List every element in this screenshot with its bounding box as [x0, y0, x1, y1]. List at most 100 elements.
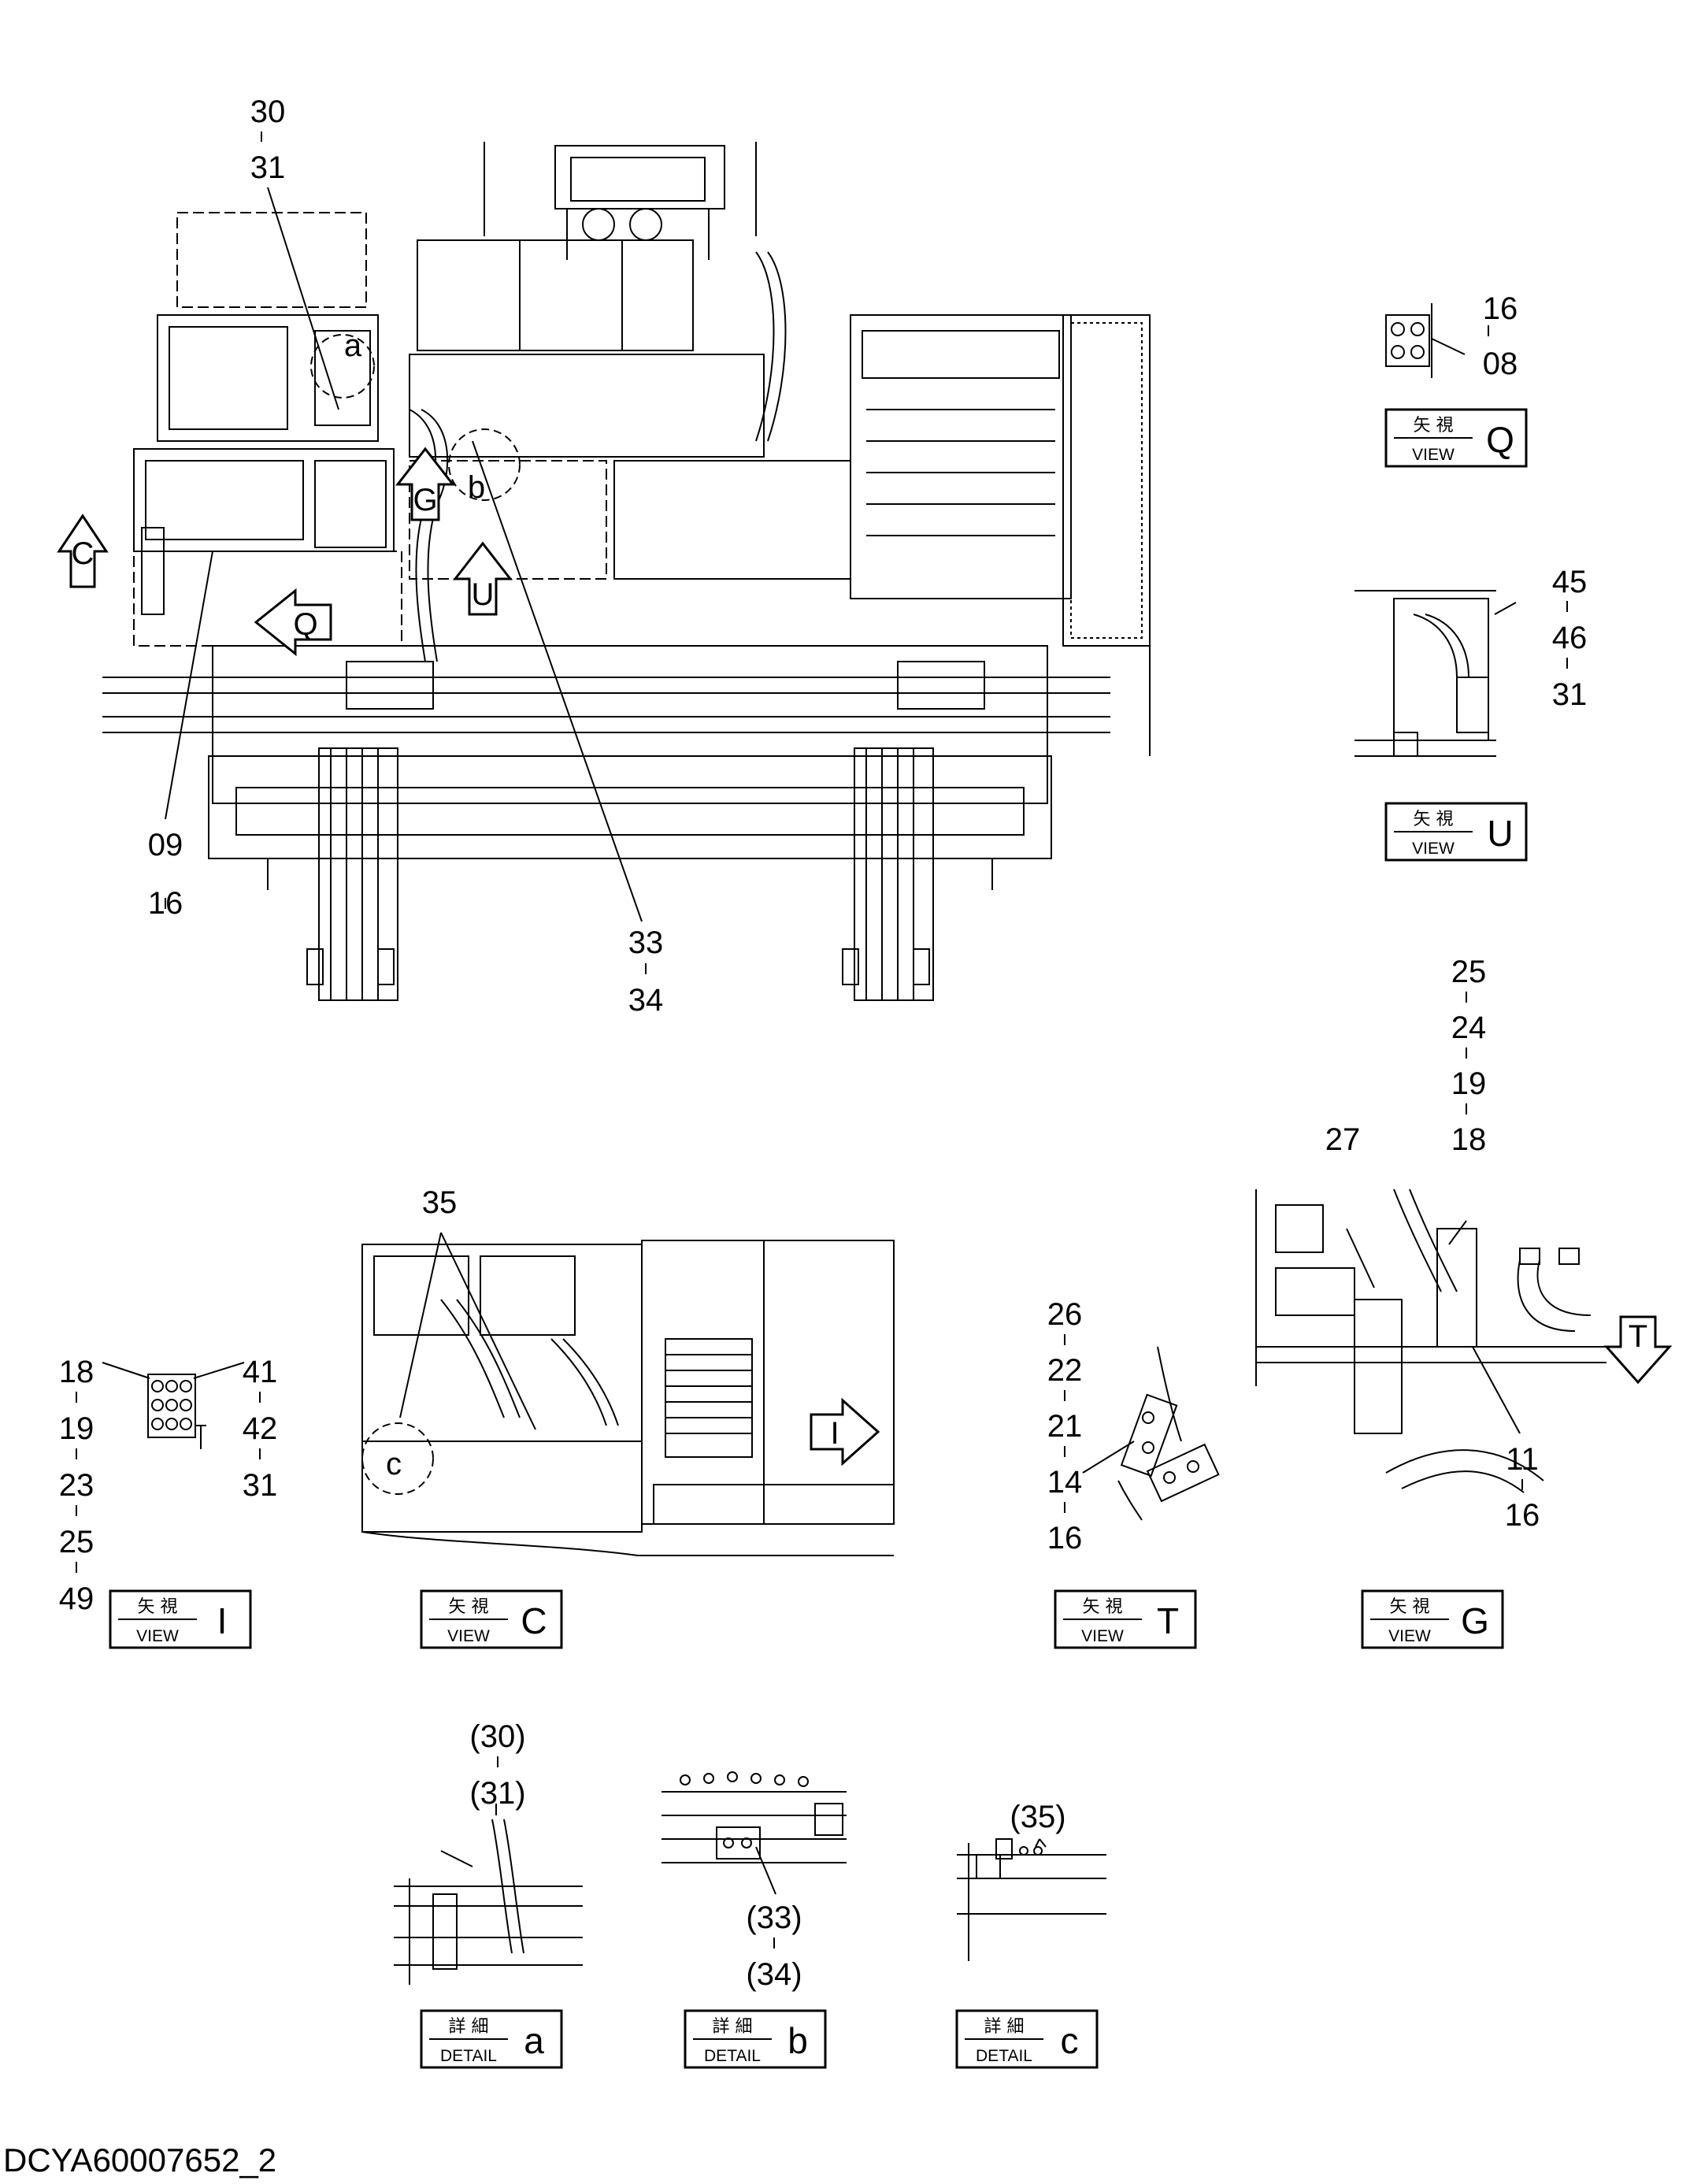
callout-30-31-paren: (30) (31) [469, 1719, 525, 1811]
callout-11-16: 11 16 [1505, 1442, 1540, 1533]
svg-text:矢 視: 矢 視 [1414, 810, 1454, 829]
svg-text:G: G [413, 483, 437, 517]
view-u-caption: 矢 視 VIEW U [1384, 802, 1528, 862]
view-t-caption: 矢 視 VIEW T [1054, 1589, 1197, 1649]
svg-text:DETAIL: DETAIL [976, 2047, 1032, 2065]
svg-text:T: T [1157, 1600, 1179, 1641]
svg-text:25: 25 [59, 1525, 94, 1559]
view-arrow-g: G [395, 447, 456, 521]
svg-text:DETAIL: DETAIL [704, 2047, 761, 2065]
view-u-drawing [1354, 590, 1517, 757]
svg-text:DETAIL: DETAIL [440, 2047, 497, 2065]
view-q-caption: 矢 視 VIEW Q [1384, 408, 1528, 468]
svg-text:19: 19 [59, 1411, 94, 1446]
main-machine-view [102, 142, 1151, 1001]
callout-18-19-23-25-49: 18 19 23 25 49 [59, 1355, 94, 1616]
callout-30-31: 30 31 [250, 95, 286, 185]
svg-text:22: 22 [1047, 1353, 1083, 1388]
svg-text:24: 24 [1451, 1010, 1487, 1045]
view-q-drawing [1385, 303, 1489, 378]
svg-text:U: U [1487, 813, 1513, 854]
svg-text:矢 視: 矢 視 [1390, 1597, 1430, 1617]
svg-text:16: 16 [1483, 291, 1518, 326]
svg-text:(31): (31) [469, 1776, 525, 1811]
svg-text:18: 18 [59, 1355, 94, 1389]
detail-a-caption: 詳 細 DETAIL a [420, 2009, 563, 2069]
view-i-drawing [102, 1362, 245, 1449]
svg-text:(33): (33) [746, 1900, 802, 1935]
svg-text:詳 細: 詳 細 [449, 2017, 489, 2037]
svg-text:矢 視: 矢 視 [138, 1597, 178, 1617]
svg-text:46: 46 [1552, 621, 1588, 655]
svg-text:詳 細: 詳 細 [984, 2017, 1025, 2037]
callout-35: 35 [422, 1185, 458, 1220]
callout-09-16: 09 16 [148, 828, 183, 921]
callout-35-paren: (35) [1010, 1800, 1065, 1834]
view-arrow-c: C [57, 514, 109, 588]
svg-text:T: T [1629, 1319, 1647, 1354]
svg-text:21: 21 [1047, 1409, 1083, 1444]
main-view-leaders [165, 132, 647, 974]
view-t-drawing [1082, 1346, 1220, 1521]
view-c-caption: 矢 視 VIEW C [420, 1589, 563, 1649]
svg-text:VIEW: VIEW [1412, 446, 1455, 464]
detail-c-caption: 詳 細 DETAIL c [955, 2009, 1099, 2069]
svg-text:26: 26 [1047, 1297, 1083, 1332]
drawing-number: DCYA60007652_2 [3, 2141, 276, 2178]
svg-text:矢 視: 矢 視 [1083, 1597, 1123, 1617]
svg-text:31: 31 [1552, 677, 1588, 712]
svg-text:C: C [521, 1600, 547, 1641]
detail-mark-a: a [344, 328, 362, 363]
svg-text:矢 視: 矢 視 [449, 1597, 489, 1617]
svg-text:08: 08 [1483, 347, 1518, 381]
svg-text:VIEW: VIEW [1081, 1627, 1124, 1645]
svg-text:Q: Q [293, 607, 317, 642]
view-arrow-q: Q [254, 588, 332, 657]
detail-mark-c: c [386, 1447, 402, 1481]
view-arrow-u: U [452, 541, 513, 616]
svg-text:49: 49 [59, 1581, 94, 1616]
svg-text:30: 30 [250, 95, 286, 129]
svg-text:C: C [72, 536, 94, 571]
svg-text:b: b [788, 2020, 808, 2061]
svg-text:25: 25 [1451, 955, 1487, 989]
detail-mark-b: b [468, 470, 485, 505]
detail-b-drawing [662, 1771, 847, 1895]
svg-text:a: a [524, 2020, 544, 2061]
callout-16-08: 16 08 [1483, 291, 1518, 381]
view-g-arrow-t: T [1603, 1315, 1673, 1385]
svg-text:矢 視: 矢 視 [1414, 416, 1454, 436]
callout-45-46-31: 45 46 31 [1552, 565, 1588, 712]
svg-text:U: U [472, 577, 495, 612]
svg-text:18: 18 [1451, 1122, 1487, 1157]
callout-25-24-19-18: 25 24 19 18 [1451, 955, 1487, 1157]
svg-text:VIEW: VIEW [1388, 1627, 1431, 1645]
svg-text:詳 細: 詳 細 [713, 2017, 753, 2037]
view-g-caption: 矢 視 VIEW G [1361, 1589, 1504, 1649]
svg-text:I: I [217, 1600, 228, 1641]
detail-c-drawing [957, 1838, 1106, 1961]
view-c-arrow-i: I [810, 1397, 880, 1467]
svg-text:16: 16 [1047, 1521, 1083, 1555]
svg-text:09: 09 [148, 828, 183, 862]
svg-text:34: 34 [628, 983, 664, 1018]
svg-text:16: 16 [1505, 1498, 1540, 1533]
svg-text:31: 31 [250, 150, 286, 185]
callout-33-34: 33 34 [628, 925, 664, 1018]
svg-text:Q: Q [1486, 419, 1514, 460]
svg-text:VIEW: VIEW [136, 1627, 179, 1645]
detail-a-drawing [394, 1804, 583, 1985]
callout-41-42-31: 41 42 31 [243, 1355, 278, 1503]
svg-text:41: 41 [243, 1355, 278, 1389]
view-g-drawing [1255, 1188, 1606, 1493]
svg-text:(30): (30) [469, 1719, 525, 1754]
svg-text:14: 14 [1047, 1465, 1083, 1500]
svg-text:33: 33 [628, 925, 664, 960]
svg-text:VIEW: VIEW [447, 1627, 490, 1645]
svg-text:c: c [1061, 2020, 1079, 2061]
svg-text:VIEW: VIEW [1412, 840, 1455, 858]
callout-27: 27 [1325, 1122, 1361, 1157]
svg-text:I: I [830, 1416, 839, 1451]
svg-text:G: G [1461, 1600, 1489, 1641]
